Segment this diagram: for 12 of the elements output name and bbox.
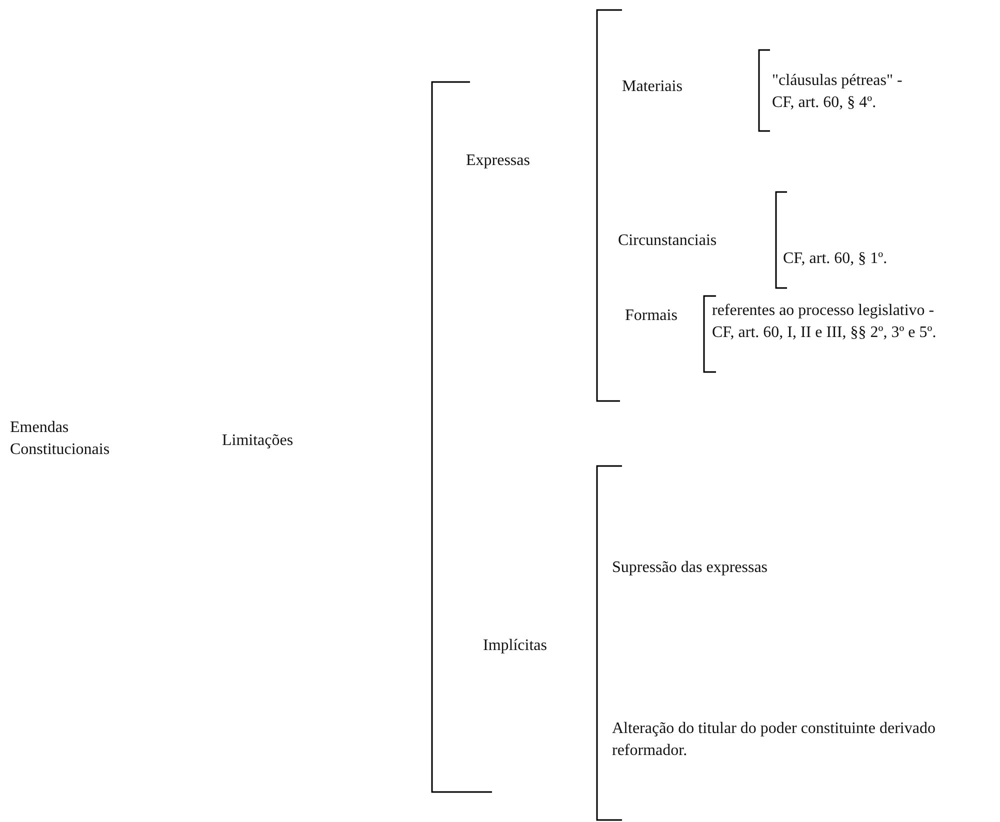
category-text: Expressas [466,151,531,171]
note-text: "cláusulas pétreas" - CF, art. 60, § 4º. [772,71,904,113]
note-text: CF, art. 60, § 1º. [783,249,888,269]
category-text: Materiais [622,77,684,97]
note-text: Supressão das expressas [612,558,769,578]
note-text: Alteração do titular do poder constituinte derivado reformador. [612,719,936,761]
category-text: Circunstanciais [618,231,718,251]
note-text: referentes ao processo legislativo - CF, art. 60, I, II e III, §§ 2º, 3º e 5º. [712,301,938,343]
category-text: Implícitas [483,636,548,656]
category-text: Formais [625,306,678,326]
category-text: Limitações [222,431,294,451]
category-text: Emendas Constitucionais [10,418,111,460]
